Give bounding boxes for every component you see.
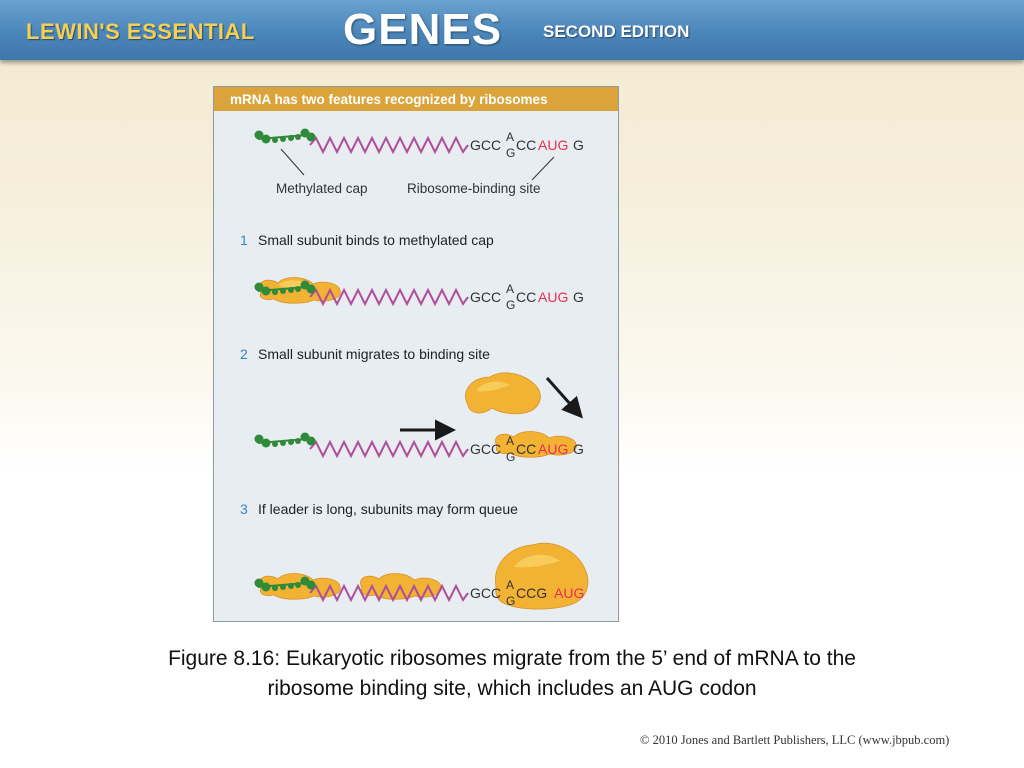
label-ribosome-binding-site: Ribosome-binding site <box>407 181 541 196</box>
seq-variant-bottom: G <box>506 450 515 464</box>
seq-middle: CC <box>516 441 536 457</box>
mrna-strand <box>309 135 469 155</box>
step-1: 1 Small subunit binds to methylated cap … <box>240 232 584 312</box>
figure-header-bar <box>214 87 618 111</box>
step-1-text: Small subunit binds to methylated cap <box>258 232 494 248</box>
banner-edition: SECOND EDITION <box>543 22 690 41</box>
sequence-label: GCC A G CCG AUG <box>470 578 584 608</box>
mrna-strand <box>309 439 469 459</box>
sequence-label: GCC A G CC AUG G <box>470 130 584 160</box>
seq-variant-bottom: G <box>506 594 515 608</box>
seq-middle: CC <box>516 289 536 305</box>
seq-variant-top: A <box>506 282 514 296</box>
step-2-number: 2 <box>240 346 248 362</box>
start-codon: AUG <box>538 441 568 457</box>
seq-variant-top: A <box>506 578 514 592</box>
title-banner: LEWIN'S ESSENTIAL GENES SECOND EDITION <box>0 0 1024 60</box>
methylated-cap <box>254 576 316 592</box>
caption-line-1: Figure 8.16: Eukaryotic ribosomes migrat… <box>168 647 856 670</box>
start-codon: AUG <box>554 585 584 601</box>
step-3-text: If leader is long, subunits may form que… <box>258 501 518 517</box>
mrna-strand <box>309 287 469 307</box>
step-2: 2 Small subunit migrates to binding site <box>240 346 584 464</box>
ribosome-migration-figure: mRNA has two features recognized by ribo… <box>213 86 619 622</box>
mrna-overview: GCC A G CC AUG G Methylated cap Ribosome… <box>254 128 584 196</box>
banner-book-title: GENES <box>343 5 503 54</box>
start-codon: AUG <box>538 289 568 305</box>
seq-prefix: GCC <box>470 441 501 457</box>
step-3: 3 If leader is long, subunits may form q… <box>240 501 589 610</box>
seq-variant-top: A <box>506 434 514 448</box>
binding-site-pointer <box>531 156 555 181</box>
seq-suffix: G <box>573 441 584 457</box>
seq-variant-bottom: G <box>506 298 515 312</box>
cap-pointer <box>280 148 305 176</box>
seq-suffix: G <box>573 289 584 305</box>
step-1-number: 1 <box>240 232 248 248</box>
copyright-notice: © 2010 Jones and Bartlett Publishers, LL… <box>640 733 950 747</box>
seq-middle: CCG <box>516 585 547 601</box>
seq-prefix: GCC <box>470 585 501 601</box>
start-codon: AUG <box>538 137 568 153</box>
seq-middle: CC <box>516 137 536 153</box>
ribosome-complex <box>495 542 589 610</box>
methylated-cap <box>254 280 316 296</box>
seq-prefix: GCC <box>470 289 501 305</box>
small-subunit <box>495 431 577 458</box>
large-subunit <box>465 372 541 415</box>
step-3-number: 3 <box>240 501 248 517</box>
mrna-strand <box>309 583 469 603</box>
figure-caption: Figure 8.16: Eukaryotic ribosomes migrat… <box>0 644 1024 704</box>
figure-svg: mRNA has two features recognized by ribo… <box>214 87 618 610</box>
figure-header: mRNA has two features recognized by ribo… <box>230 92 548 107</box>
seq-suffix: G <box>573 137 584 153</box>
seq-variant-bottom: G <box>506 146 515 160</box>
label-methylated-cap: Methylated cap <box>276 181 368 196</box>
sequence-label: GCC A G CC AUG G <box>470 434 584 464</box>
step-2-text: Small subunit migrates to binding site <box>258 346 490 362</box>
subunit-join-arrow <box>545 377 583 419</box>
seq-variant-top: A <box>506 130 514 144</box>
sequence-label: GCC A G CC AUG G <box>470 282 584 312</box>
banner-series-title: LEWIN'S ESSENTIAL <box>26 19 255 44</box>
caption-line-2: ribosome binding site, which includes an… <box>267 677 757 700</box>
methylated-cap <box>254 128 316 144</box>
methylated-cap <box>254 432 316 448</box>
seq-prefix: GCC <box>470 137 501 153</box>
